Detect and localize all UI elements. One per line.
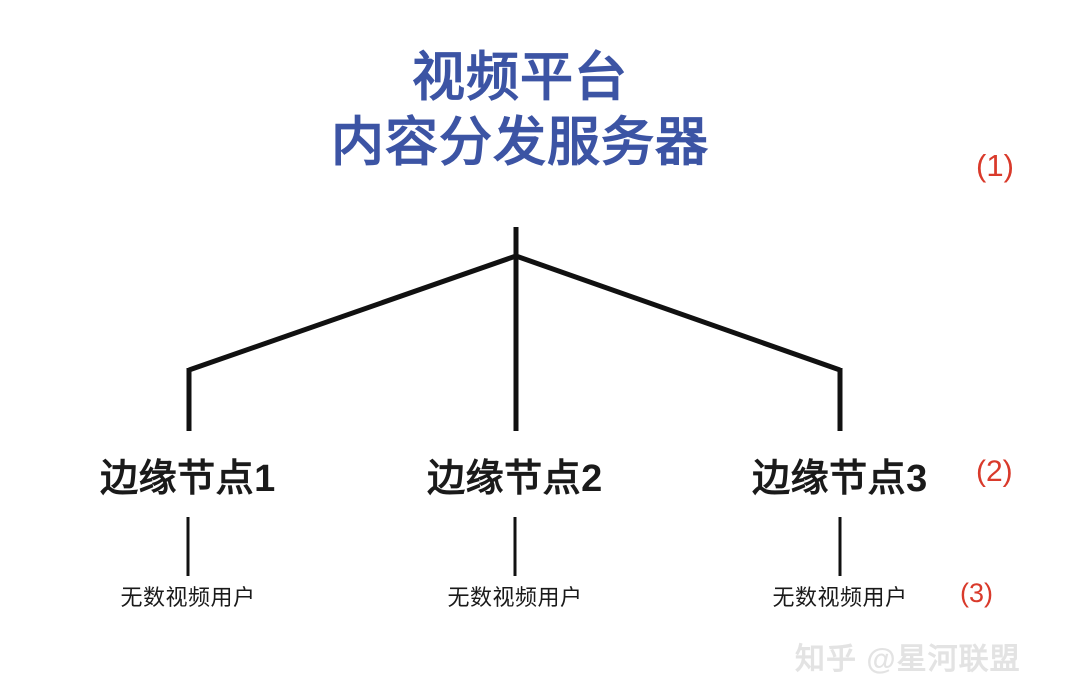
- annotation-marker-2: (2): [976, 455, 1013, 488]
- title-line-1: 视频平台: [412, 48, 628, 107]
- video-users-label-1: 无数视频用户: [120, 585, 256, 610]
- edge-node-2-label: 边缘节点2: [427, 458, 603, 500]
- connector-branch-left: [188, 253, 517, 373]
- connector-branch-right: [515, 253, 841, 373]
- annotation-marker-3: (3): [960, 578, 993, 608]
- video-users-label-3: 无数视频用户: [772, 585, 908, 610]
- video-users-label-2: 无数视频用户: [447, 585, 583, 610]
- watermark: 知乎 @星河联盟: [795, 643, 1021, 676]
- diagram-title: 视频平台 内容分发服务器: [0, 46, 1040, 175]
- annotation-marker-1: (1): [976, 148, 1014, 183]
- edge-node-3-label: 边缘节点3: [752, 458, 928, 500]
- title-line-2: 内容分发服务器: [331, 112, 709, 172]
- edge-node-1-label: 边缘节点1: [100, 458, 276, 500]
